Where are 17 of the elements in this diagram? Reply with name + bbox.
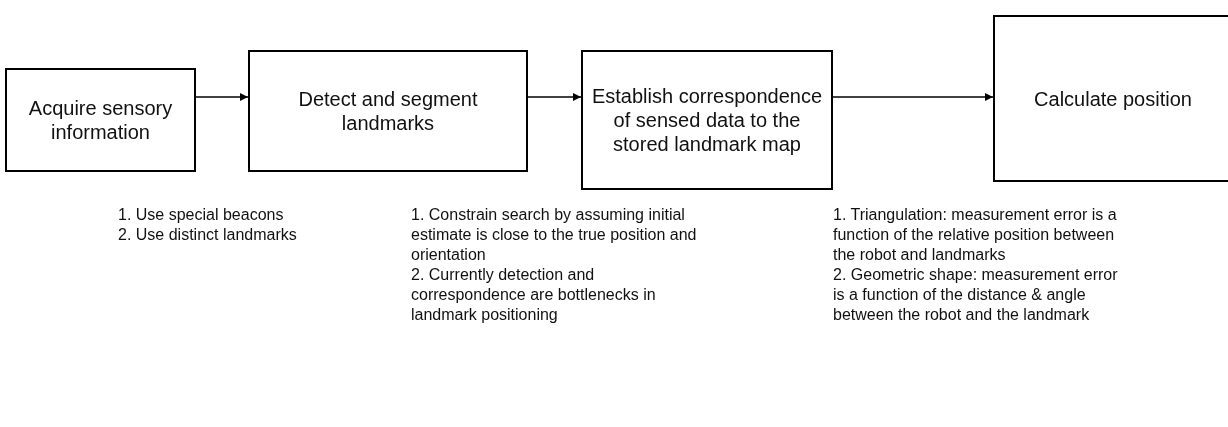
note-text: 1. Use special beacons <box>118 205 285 225</box>
step-label: Detect and segment landmarks <box>297 87 479 135</box>
note-text: 1. Triangulation: measurement error is a function of the relative position between the robot and landmarks <box>833 205 1118 265</box>
process-box <box>581 50 833 190</box>
process-box <box>248 50 528 172</box>
process-box <box>993 15 1228 182</box>
arrow <box>195 93 249 101</box>
arrow <box>832 93 994 101</box>
note-text: 1. Constrain search by assuming initial estimate is close to the true position and orientation <box>411 205 698 265</box>
step-label: Establish correspondence of sensed data to the stored landmark map <box>590 84 824 156</box>
arrow <box>527 93 582 101</box>
step-label: Calculate position <box>1033 86 1193 111</box>
note-text: 2. Use distinct landmarks <box>118 225 298 245</box>
note-text: 2. Currently detection and correspondence are bottlenecks in landmark positioning <box>411 265 657 325</box>
step-label: Acquire sensory information <box>27 96 174 144</box>
process-box <box>5 68 196 172</box>
note-text: 2. Geometric shape: measurement error is a function of the distance & angle between the robot and the landmark <box>833 265 1119 325</box>
